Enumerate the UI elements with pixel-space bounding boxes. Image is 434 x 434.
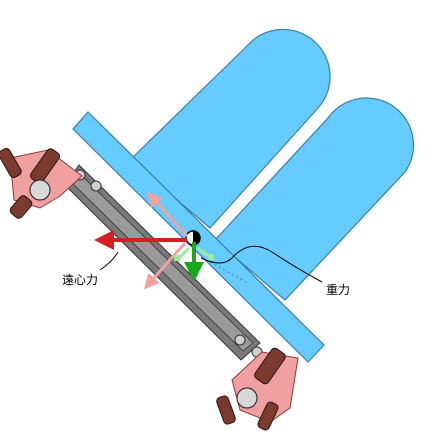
rail-bolt-top-2 — [90, 180, 102, 192]
leader-centrifugal — [99, 251, 119, 271]
centrifugal-force-label: 遠心力 — [62, 273, 99, 287]
gravity-label: 重力 — [326, 283, 351, 297]
bracket-top-left — [0, 147, 83, 219]
bracket-bottom-right — [216, 347, 299, 431]
leader-gravity — [200, 245, 323, 283]
rail-bolt-bottom-1 — [234, 334, 246, 346]
pink-arrow-lower — [144, 242, 187, 290]
dotted-trace — [209, 261, 247, 283]
pink-arrow-upper — [146, 191, 189, 238]
flap-upper — [129, 28, 331, 229]
light-green-arrows — [174, 246, 214, 261]
pivot-point — [185, 230, 201, 246]
flap-lower — [214, 97, 415, 301]
